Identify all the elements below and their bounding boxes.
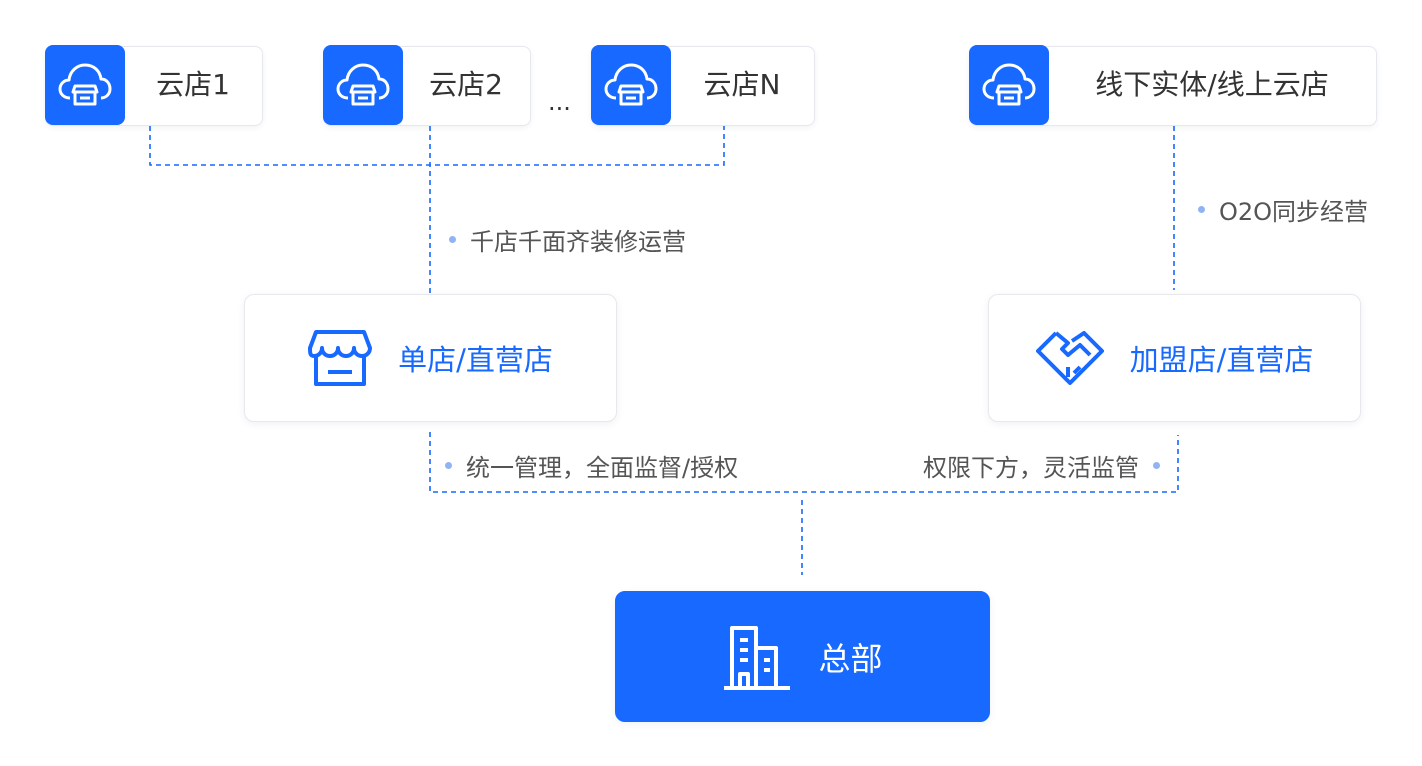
bullet-dot — [1153, 462, 1160, 469]
cloud-store-icon — [323, 45, 403, 125]
cloud-store-icon — [969, 45, 1049, 125]
cloud-store-2-label: 云店2 — [429, 68, 503, 101]
bullet-dot — [1198, 206, 1205, 213]
headquarters-card: 总部 — [615, 591, 990, 722]
note-delegate: 权限下方，灵活监管 — [923, 448, 1160, 483]
note-unified-text: 统一管理，全面监督/授权 — [466, 454, 739, 482]
storefront-icon — [308, 330, 373, 386]
cloud-store-icon — [45, 45, 125, 125]
bullet-dot — [445, 462, 452, 469]
building-icon — [724, 625, 791, 690]
franchise-store-card: 加盟店/直营店 — [988, 294, 1361, 422]
headquarters-label: 总部 — [818, 639, 883, 678]
note-delegate-text: 权限下方，灵活监管 — [923, 454, 1139, 482]
single-store-card: 单店/直营店 — [244, 294, 617, 422]
note-o2o-text: O2O同步经营 — [1219, 198, 1369, 226]
ellipsis: ... — [548, 88, 571, 116]
handshake-icon — [1035, 331, 1104, 385]
note-o2o: O2O同步经营 — [1198, 192, 1368, 227]
cloud-store-1-label: 云店1 — [156, 68, 230, 101]
cloud-store-n-label: 云店N — [703, 68, 781, 101]
bullet-dot — [449, 236, 456, 243]
note-unified: 统一管理，全面监督/授权 — [445, 448, 738, 483]
online-offline-store-label: 线下实体/线上云店 — [1095, 68, 1329, 101]
cloud-store-icon — [591, 45, 671, 125]
note-decor-text: 千店千面齐装修运营 — [470, 228, 686, 256]
single-store-label: 单店/直营店 — [398, 343, 553, 377]
note-decor: 千店千面齐装修运营 — [449, 222, 686, 257]
franchise-store-label: 加盟店/直营店 — [1129, 343, 1314, 377]
